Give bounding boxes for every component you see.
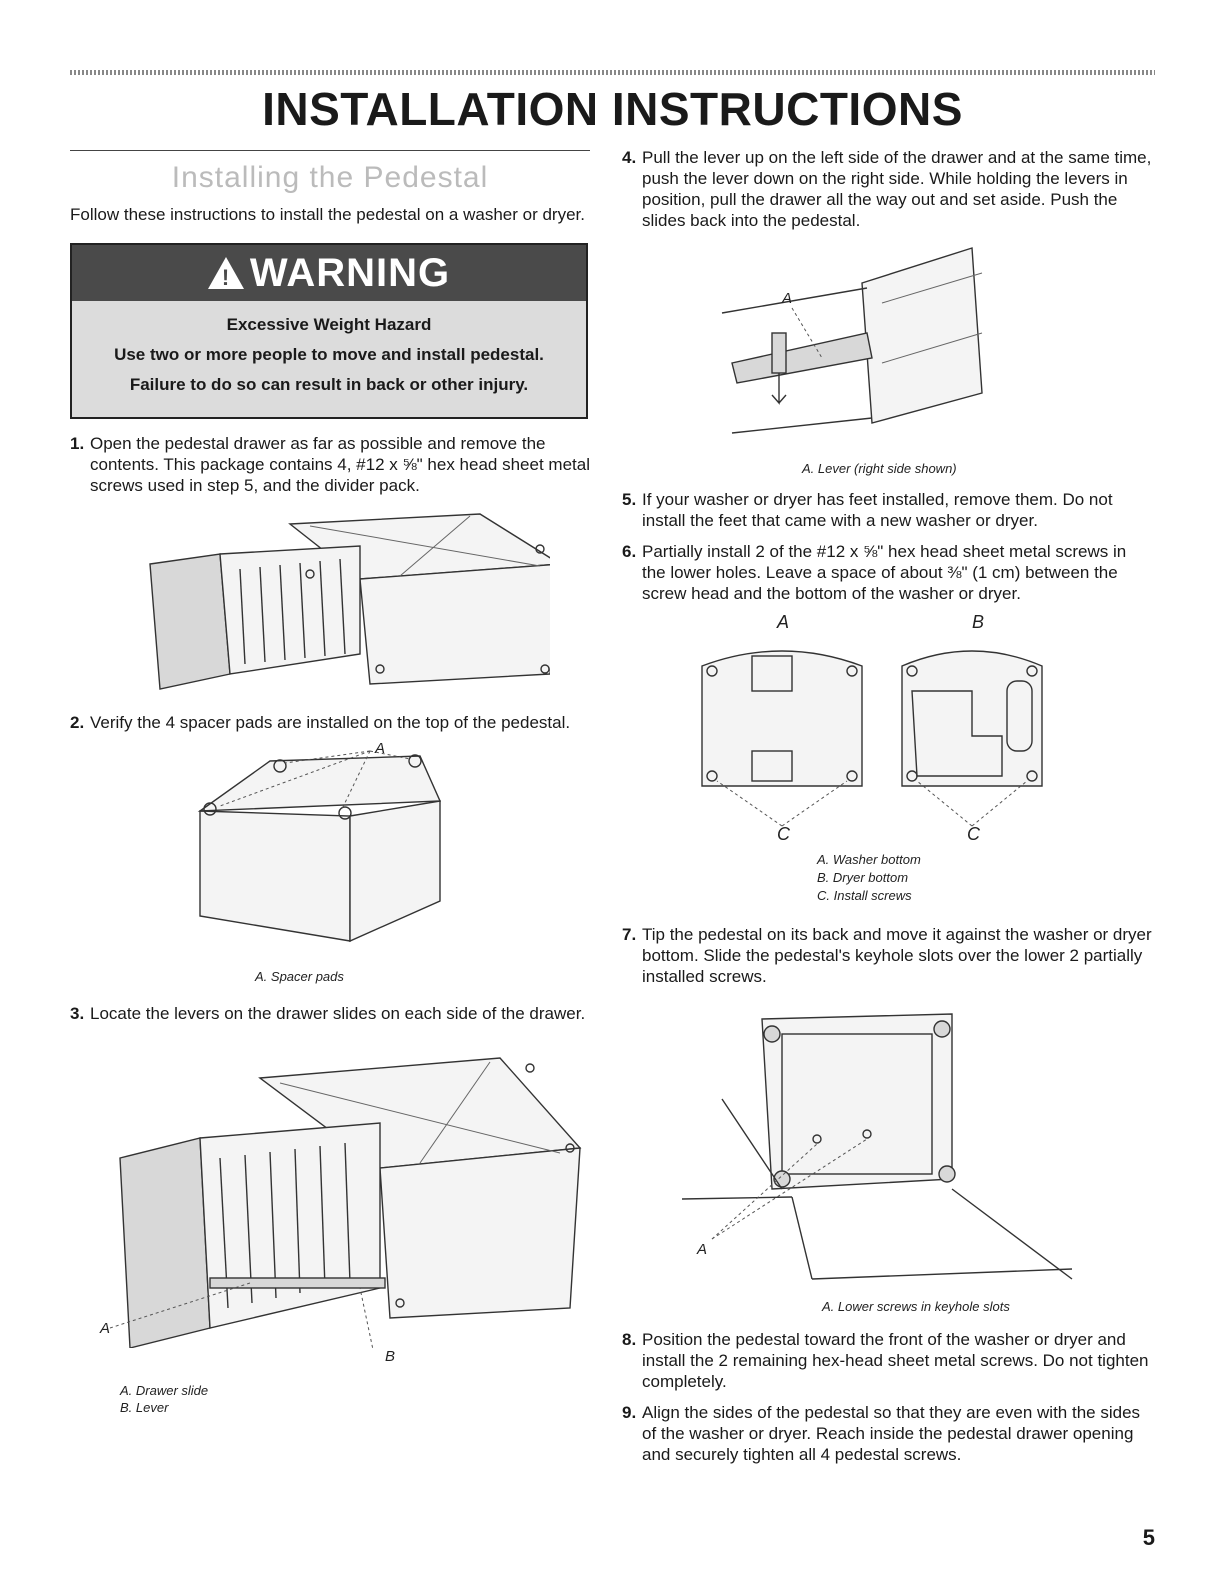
slides-caption-a: A. Drawer slide bbox=[120, 1383, 209, 1398]
step-text: Locate the levers on the drawer slides o… bbox=[90, 1004, 586, 1023]
step-number: 6. bbox=[622, 542, 637, 561]
warning-triangle-icon: ! bbox=[207, 257, 244, 290]
warning-heading: ! WARNING bbox=[72, 245, 586, 301]
warning-lines: Excessive Weight Hazard Use two or more … bbox=[72, 301, 586, 417]
page-title: INSTALLATION INSTRUCTIONS bbox=[262, 83, 963, 135]
step-3: 3. Locate the levers on the drawer slide… bbox=[70, 1003, 590, 1024]
step-number: 1. bbox=[70, 434, 85, 453]
step-text: Partially install 2 of the #12 x ⅝" hex … bbox=[642, 542, 1127, 603]
step-2: 2. Verify the 4 spacer pads are installe… bbox=[70, 712, 590, 733]
step-7: 7. Tip the pedestal on its back and move… bbox=[622, 924, 1152, 987]
figure-bottoms: A B C C A. Washer bottom B. Dryer bottom… bbox=[682, 612, 1152, 912]
warning-hazard-name: Excessive Weight Hazard bbox=[226, 315, 432, 334]
figure-keyhole: A A. Lower screws in keyhole slots bbox=[682, 999, 1152, 1319]
warning-consequence: Failure to do so can result in back or o… bbox=[129, 375, 529, 394]
slides-label-b: B bbox=[385, 1348, 396, 1365]
step-9: 9. Align the sides of the pedestal so th… bbox=[622, 1402, 1152, 1465]
step-1: 1. Open the pedestal drawer as far as po… bbox=[70, 433, 590, 496]
drawer-open-illustration bbox=[149, 513, 550, 690]
slides-label-a: A bbox=[100, 1320, 111, 1337]
step-text: Position the pedestal toward the front o… bbox=[642, 1330, 1149, 1391]
pedestal-top-illustration: A bbox=[197, 741, 442, 943]
bottoms-caption-a: A. Washer bottom bbox=[817, 852, 921, 867]
lever-closeup-illustration: A bbox=[721, 247, 983, 434]
keyhole-label-a: A bbox=[696, 1241, 707, 1258]
spacer-label-a: A bbox=[374, 741, 385, 757]
step-number: 2. bbox=[70, 713, 85, 732]
step-6: 6. Partially install 2 of the #12 x ⅝" h… bbox=[622, 541, 1152, 604]
keyhole-illustration: A bbox=[682, 1013, 1073, 1280]
warning-box: ! WARNING Excessive Weight Hazard Use tw… bbox=[70, 243, 588, 419]
section-title: Installing the Pedestal bbox=[171, 161, 489, 194]
top-dotted-rule bbox=[70, 70, 1155, 75]
bottoms-label-b: B bbox=[972, 612, 985, 632]
bottoms-illustration bbox=[701, 650, 1043, 827]
step-text: Pull the lever up on the left side of th… bbox=[642, 148, 1152, 230]
figure-drawer-slides: A B A. Drawer slide B. Lever bbox=[100, 1038, 590, 1428]
step-number: 4. bbox=[622, 148, 637, 167]
bottoms-caption-c: C. Install screws bbox=[817, 888, 912, 903]
drawer-slides-illustration bbox=[109, 1057, 582, 1348]
step-text: Verify the 4 spacer pads are installed o… bbox=[90, 713, 571, 732]
step-number: 7. bbox=[622, 925, 637, 944]
step-text: Align the sides of the pedestal so that … bbox=[642, 1403, 1141, 1464]
step-4: 4. Pull the lever up on the left side of… bbox=[622, 147, 1152, 231]
lever-label-a: A bbox=[781, 290, 792, 307]
step-text: Open the pedestal drawer as far as possi… bbox=[90, 434, 590, 495]
left-column: Installing the Pedestal Follow these ins… bbox=[70, 145, 590, 1428]
bottoms-label-c2: C bbox=[967, 824, 980, 844]
bottoms-label-c1: C bbox=[777, 824, 790, 844]
step-number: 9. bbox=[622, 1403, 637, 1422]
lever-caption: A. Lever (right side shown) bbox=[802, 461, 957, 476]
page-number: 5 bbox=[1142, 1525, 1155, 1550]
section-rule bbox=[70, 150, 590, 151]
step-8: 8. Position the pedestal toward the fron… bbox=[622, 1329, 1152, 1392]
section-intro: Follow these instructions to install the… bbox=[70, 205, 585, 224]
step-text: Tip the pedestal on its back and move it… bbox=[642, 925, 1152, 986]
bottoms-caption-b: B. Dryer bottom bbox=[817, 870, 909, 885]
step-text: If your washer or dryer has feet install… bbox=[642, 490, 1113, 530]
warning-instruction: Use two or more people to move and insta… bbox=[114, 345, 544, 364]
spacer-caption: A. Spacer pads bbox=[255, 969, 344, 984]
bottoms-label-a: A bbox=[777, 612, 790, 632]
figure-spacer-pads: A A. Spacer pads bbox=[190, 741, 590, 991]
figure-drawer-open bbox=[110, 504, 590, 704]
figure-lever: A A. Lever (right side shown) bbox=[702, 243, 1152, 483]
step-5: 5. If your washer or dryer has feet inst… bbox=[622, 489, 1152, 531]
warning-heading-text: WARNING bbox=[249, 250, 451, 295]
step-number: 3. bbox=[70, 1004, 85, 1023]
right-column: 4. Pull the lever up on the left side of… bbox=[622, 145, 1152, 1465]
slides-caption-b: B. Lever bbox=[120, 1400, 169, 1415]
step-number: 8. bbox=[622, 1330, 637, 1349]
step-number: 5. bbox=[622, 490, 637, 509]
keyhole-caption: A. Lower screws in keyhole slots bbox=[822, 1299, 1010, 1314]
